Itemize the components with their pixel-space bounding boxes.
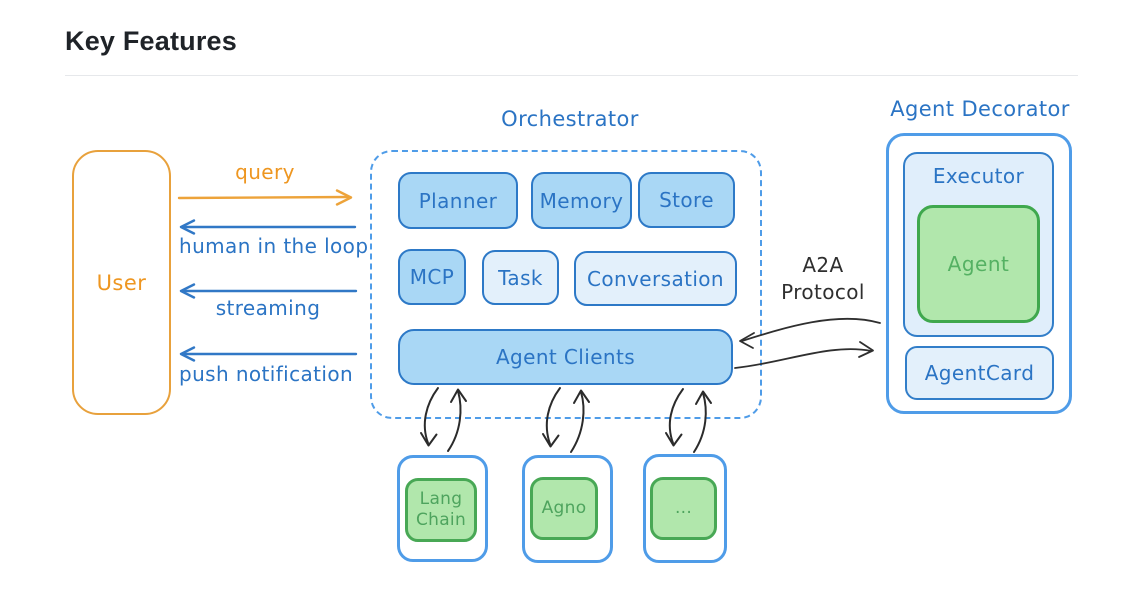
planner-node: Planner: [398, 172, 518, 229]
streaming-flow-label: streaming: [215, 296, 321, 320]
agent-node-label: Agent: [947, 252, 1010, 276]
agent-clients-node: Agent Clients: [398, 329, 733, 385]
agentcard-node-label: AgentCard: [924, 361, 1035, 385]
langchain-node: Lang Chain: [405, 478, 477, 542]
a2a-protocol-label: A2A Protocol: [763, 252, 883, 306]
query-flow-label: query: [235, 160, 295, 184]
langchain-down-arrowhead-icon: [420, 432, 438, 447]
user-node: User: [72, 150, 171, 415]
push-notification-arrowhead-icon: [179, 346, 196, 362]
agent-decorator-title: Agent Decorator: [890, 97, 1070, 121]
user-node-label: User: [96, 270, 147, 295]
orchestrator-container: [370, 150, 762, 419]
heading-divider: [65, 75, 1078, 76]
a2a-protocol-line2: Protocol: [781, 280, 865, 304]
memory-node: Memory: [531, 172, 632, 229]
agno-node: Agno: [530, 477, 598, 540]
human-in-the-loop-arrowhead-icon: [179, 219, 196, 235]
task-node: Task: [482, 250, 559, 305]
mcp-node: MCP: [398, 249, 466, 305]
orchestrator-title: Orchestrator: [501, 107, 639, 131]
agentcard-node: AgentCard: [905, 346, 1054, 400]
human-in-the-loop-flow-label: human in the loop: [179, 234, 369, 258]
page-title: Key Features: [65, 26, 237, 56]
conversation-node: Conversation: [574, 251, 737, 306]
push-notification-flow-label: push notification: [179, 362, 354, 386]
a2a-outbound-arrowhead-icon: [858, 341, 874, 358]
query-arrowhead-icon: [335, 189, 353, 206]
agent-node: Agent: [917, 205, 1040, 323]
executor-label: Executor: [932, 164, 1025, 188]
store-node: Store: [638, 172, 735, 228]
more-frameworks-node: ...: [650, 477, 717, 540]
agno-down-arrowhead-icon: [542, 433, 560, 448]
a2a-inbound-arrow: [741, 317, 881, 342]
query-arrow: [177, 195, 350, 200]
more-frameworks-down-arrowhead-icon: [665, 432, 683, 447]
a2a-protocol-line1: A2A: [802, 253, 844, 277]
